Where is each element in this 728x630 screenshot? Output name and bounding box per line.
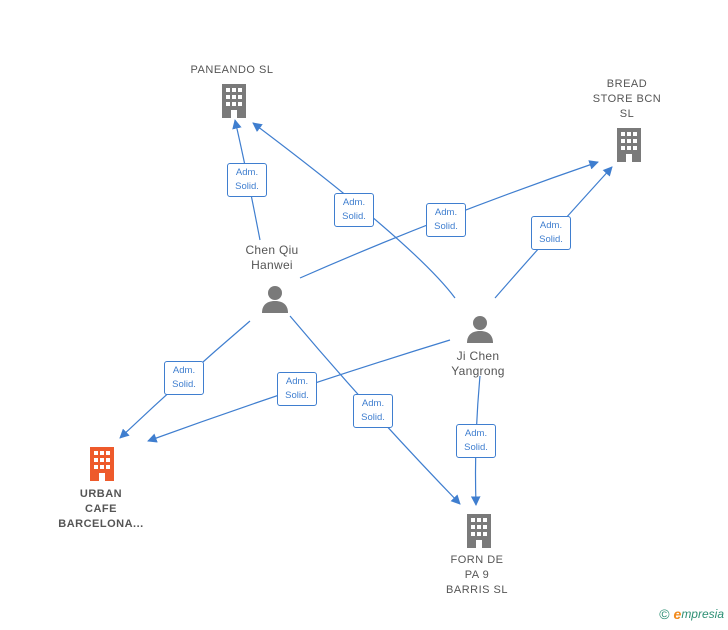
copyright-icon: © [659, 606, 670, 622]
node-label-urban-cafe[interactable]: URBAN CAFE BARCELONA... [58, 488, 144, 530]
node-label-forn-de-pa[interactable]: FORN DE PA 9 BARRIS SL [446, 554, 508, 596]
building-icon [617, 128, 641, 162]
edge-label: Adm. Solid. [426, 203, 466, 237]
edge-label: Adm. Solid. [531, 216, 571, 250]
edge-label: Adm. Solid. [227, 163, 267, 197]
building-icon [90, 447, 114, 481]
node-label-ji-chen[interactable]: Ji Chen Yangrong [451, 349, 505, 378]
node-label-chen-qiu[interactable]: Chen Qiu Hanwei [245, 243, 299, 272]
person-icon [467, 316, 493, 343]
edge-label: Adm. Solid. [277, 372, 317, 406]
edge-label: Adm. Solid. [353, 394, 393, 428]
node-label-paneando[interactable]: PANEANDO SL [190, 64, 274, 76]
edge-arrow [252, 122, 456, 299]
edge-label: Adm. Solid. [456, 424, 496, 458]
building-icon [467, 514, 491, 548]
edge-label: Adm. Solid. [334, 193, 374, 227]
brand-initial: e [673, 606, 682, 622]
person-icon [262, 286, 288, 313]
edge-label: Adm. Solid. [164, 361, 204, 395]
node-label-bread-store[interactable]: BREAD STORE BCN SL [592, 78, 662, 120]
building-icon [222, 84, 246, 118]
brand-name: mpresia [681, 607, 724, 621]
